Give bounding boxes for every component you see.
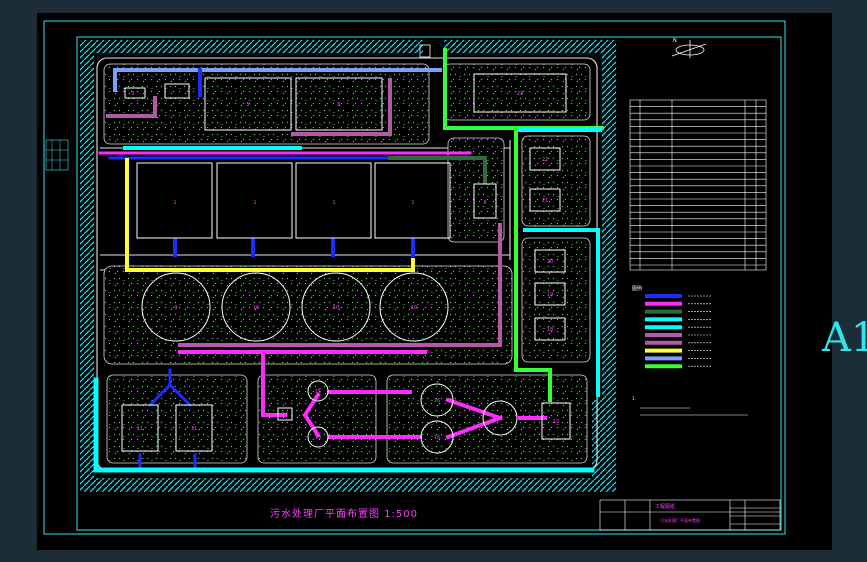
structure-label: 21 <box>542 198 548 204</box>
structure-label: 19 <box>547 292 553 298</box>
drawing-title: 污水处理厂平面布置图 1:500 <box>270 509 418 520</box>
structure-label: 20 <box>547 259 553 265</box>
outer-frame <box>43 20 786 535</box>
drawing-canvas: 2 1 1 1 1 5 6 8 9 10 10 10 11 11 13 15 1… <box>37 13 832 550</box>
legend: 图例 <box>632 285 712 369</box>
pipelines <box>93 48 604 473</box>
site-boundary <box>80 40 616 492</box>
north-arrow: N <box>671 38 707 58</box>
legend-header: 图例 <box>632 285 642 292</box>
notes: 1. <box>632 396 748 416</box>
notes-header: 1. <box>632 396 636 401</box>
structure-label: 22 <box>542 157 548 163</box>
structure-label: 15 <box>315 435 321 441</box>
structure-label: 18 <box>547 327 553 333</box>
title-block: 工程图纸 污水处理厂平面布置图 <box>599 499 781 531</box>
structure-label: 6 <box>337 102 340 108</box>
project-name: 工程图纸 <box>655 503 675 510</box>
structure-label: 10 <box>253 305 259 311</box>
structure-label: 15 <box>315 389 321 395</box>
structure-label: 13 <box>282 412 288 418</box>
drawing-name: 污水处理厂平面布置图 <box>660 517 700 523</box>
structure-label: 1 <box>253 200 256 206</box>
structure-label: 23 <box>517 91 523 97</box>
svg-text:N: N <box>673 38 677 44</box>
structure-label: 10 <box>411 305 417 311</box>
structures <box>121 73 571 454</box>
site-plan: 2 1 1 1 1 5 6 8 9 10 10 10 11 11 13 15 1… <box>43 20 786 535</box>
structure-table <box>629 99 767 271</box>
green-zones <box>103 63 591 464</box>
structure-label: 11 <box>191 426 197 432</box>
structure-label: 5 <box>246 102 249 108</box>
structure-label: 1 <box>173 200 176 206</box>
sheet-size-label: A1 <box>822 315 867 361</box>
structure-label: 16 <box>434 398 440 404</box>
structure-label: 16 <box>434 435 440 441</box>
structure-label: 12 <box>553 419 559 425</box>
structure-label: 1 <box>411 200 414 206</box>
structure-label: 11 <box>137 426 143 432</box>
structure-label: 9 <box>174 305 177 311</box>
structure-label: 2 <box>131 91 134 97</box>
structure-label: 12 <box>497 416 503 422</box>
structure-labels: 2 1 1 1 1 5 6 8 9 10 10 10 11 11 13 15 1… <box>131 91 559 441</box>
structure-label: 1 <box>332 200 335 206</box>
structure-label: 8 <box>483 200 486 206</box>
structure-label: 10 <box>333 305 339 311</box>
